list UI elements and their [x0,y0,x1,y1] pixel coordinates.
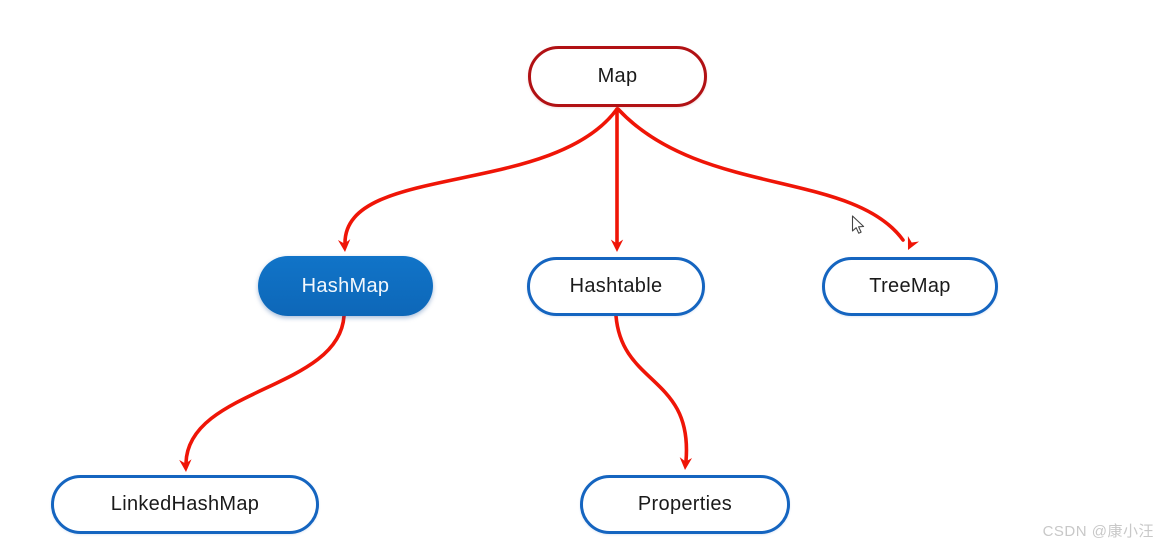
edge-hashmap-linkedhashmap [184,314,346,465]
edge-hashtable-properties [614,314,689,463]
edge-map-hashtable-arrowhead [610,239,624,252]
node-properties[interactable]: Properties [580,475,790,534]
node-map-label: Map [597,65,638,87]
node-hashtable[interactable]: Hashtable [527,257,705,316]
edge-map-treemap [616,107,905,242]
edge-hashmap-linkedhashmap-arrowhead [179,459,192,472]
edge-map-treemap-arrowhead [907,236,920,250]
edge-map-hashmap [343,107,619,245]
node-hashmap[interactable]: HashMap [258,256,433,316]
csdn-watermark: CSDN @康小汪 [1042,523,1154,540]
node-map[interactable]: Map [528,46,707,107]
node-treemap[interactable]: TreeMap [822,257,998,316]
node-hashtable-label: Hashtable [569,275,663,297]
node-hashmap-label: HashMap [301,274,390,297]
node-linkedhashmap[interactable]: LinkedHashMap [51,475,319,534]
node-linkedhashmap-label: LinkedHashMap [110,493,260,515]
mouse-cursor-icon [851,215,865,234]
edge-hashtable-properties-arrowhead [679,457,693,470]
edge-map-hashmap-arrowhead [337,239,351,252]
node-properties-label: Properties [637,493,733,515]
node-treemap-label: TreeMap [869,275,951,297]
